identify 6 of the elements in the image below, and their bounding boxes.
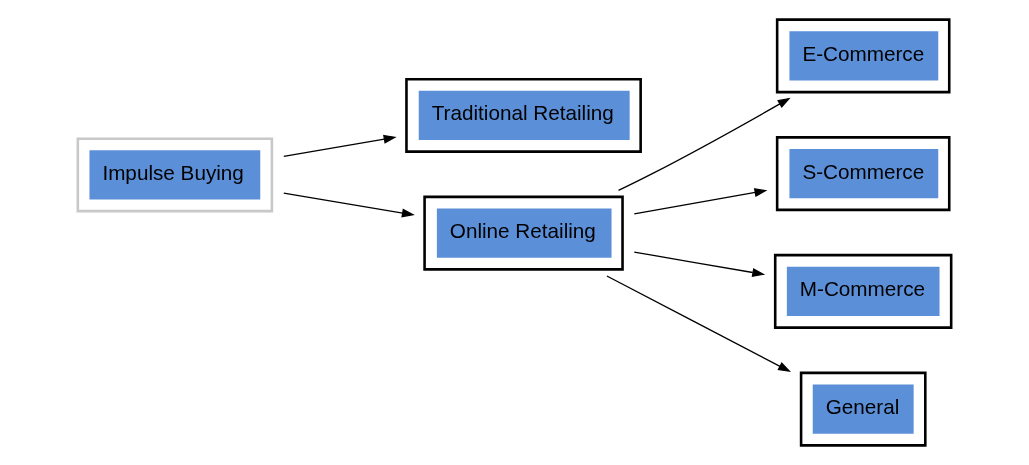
arrow <box>633 188 768 215</box>
arrow <box>606 275 791 373</box>
arrow <box>633 251 766 277</box>
arrow <box>617 97 791 192</box>
arrow <box>283 192 415 218</box>
arrow <box>283 134 397 158</box>
